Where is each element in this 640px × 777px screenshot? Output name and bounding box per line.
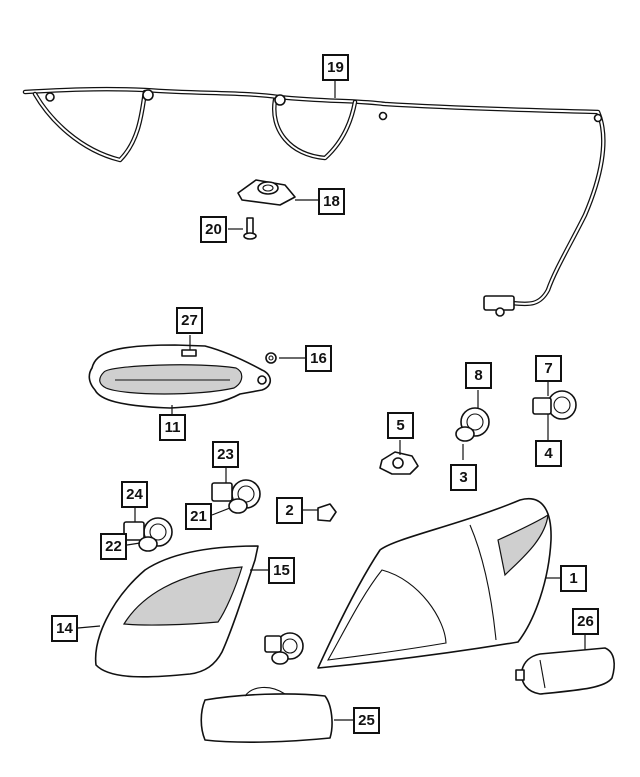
- callout-18[interactable]: 20: [200, 216, 227, 243]
- callout-16[interactable]: 19: [322, 54, 349, 81]
- bulb-socket-loose-illustration: [264, 632, 304, 665]
- bulb-socket-8-illustration: [455, 390, 490, 460]
- callout-3[interactable]: 3: [450, 464, 477, 491]
- callout-1[interactable]: 1: [560, 565, 587, 592]
- socket-illustration: [379, 440, 419, 475]
- callout-25[interactable]: 25: [353, 707, 380, 734]
- nut-illustration: [265, 352, 307, 364]
- inner-tail-lamp-illustration: [77, 545, 268, 678]
- callout-7[interactable]: 7: [535, 355, 562, 382]
- bulb-socket-24-illustration: [123, 508, 173, 552]
- callout-15[interactable]: 18: [318, 188, 345, 215]
- reflector-25-illustration: [200, 686, 353, 743]
- callout-27[interactable]: 27: [176, 307, 203, 334]
- outer-tail-lamp-illustration: [317, 498, 560, 669]
- callout-5[interactable]: 5: [387, 412, 414, 439]
- chmsl-illustration: [88, 335, 272, 415]
- callout-2[interactable]: 2: [276, 497, 303, 524]
- callout-22[interactable]: 22: [100, 533, 127, 560]
- callout-11[interactable]: 11: [159, 414, 186, 441]
- callout-23[interactable]: 23: [212, 441, 239, 468]
- wiring-harness-illustration: [22, 80, 606, 317]
- callout-26[interactable]: 26: [572, 608, 599, 635]
- clip-illustration: [302, 503, 337, 522]
- side-marker-26-illustration: [515, 630, 615, 695]
- callout-14[interactable]: 16: [305, 345, 332, 372]
- bulb-socket-23-illustration: [211, 467, 261, 516]
- bulb-socket-7-illustration: [532, 380, 577, 442]
- callout-8[interactable]: 8: [465, 362, 492, 389]
- license-lamp-illustration: [237, 179, 318, 206]
- screw-illustration: [228, 217, 257, 240]
- callout-21[interactable]: 21: [185, 503, 212, 530]
- callout-4[interactable]: 4: [535, 440, 562, 467]
- callout-24[interactable]: 24: [121, 481, 148, 508]
- callout-20[interactable]: 15: [268, 557, 295, 584]
- callout-19[interactable]: 14: [51, 615, 78, 642]
